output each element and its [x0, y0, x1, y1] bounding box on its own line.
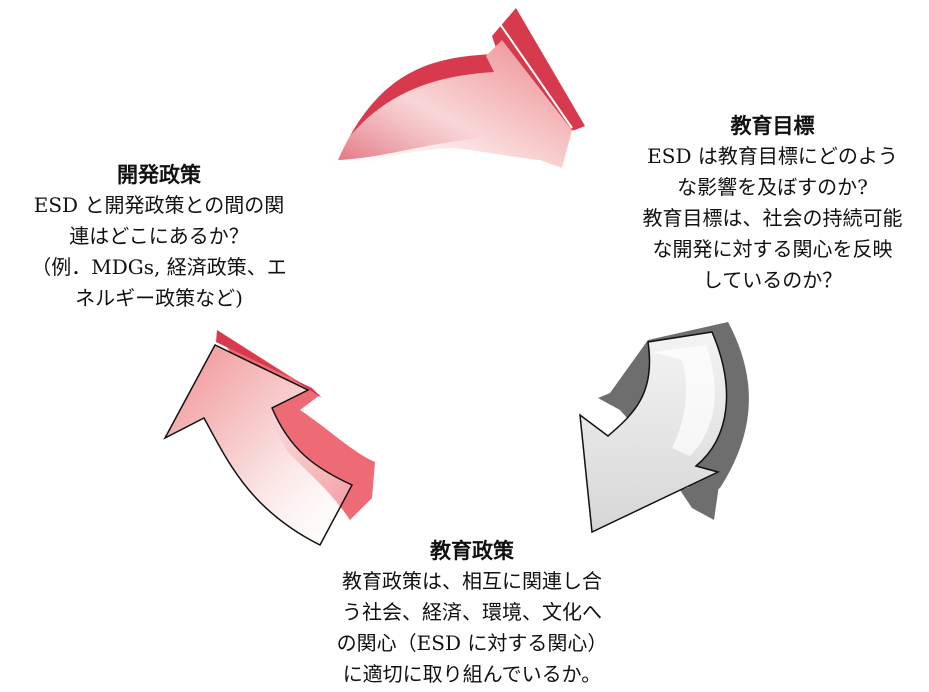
arrow-dev-to-goal-body — [325, 40, 572, 172]
node-education-policy-title: 教育政策 — [430, 538, 514, 563]
node-education-goals: 教育目標 ESD は教育目標にどのよう な影響を及ぼすのか? 教育目標は、社会の… — [600, 110, 929, 296]
node-education-goals-line-4: な開発に対する関心を反映 — [652, 237, 893, 261]
node-development-policy-line-1: ESD と開発政策との間の関 — [33, 193, 285, 217]
node-development-policy-line-3: （例．MDGs, 経済政策、エ — [31, 255, 287, 279]
arrow-dev-to-goal-edge — [499, 23, 573, 129]
node-development-policy: 開発政策 ESD と開発政策との間の関 連はどこにあるか？ （例．MDGs, 経… — [0, 159, 318, 314]
arrow-policy-to-dev-body — [163, 344, 354, 546]
arrow-policy-to-dev — [163, 330, 375, 546]
arrow-dev-to-goal — [325, 8, 585, 172]
node-development-policy-line-4: ネルギー政策など) — [75, 286, 243, 310]
node-education-goals-line-1: ESD は教育目標にどのよう — [647, 144, 898, 168]
node-education-policy: 教育政策 教育政策は、相互に関連し合 う社会、経済、環境、文化へ の関心（ESD… — [292, 535, 652, 690]
arrow-goal-to-policy-highlight — [652, 345, 715, 456]
node-education-policy-line-4: に適切に取り組んでいるか。 — [342, 662, 602, 686]
node-education-policy-line-1: 教育政策は、相互に関連し合 — [342, 569, 602, 593]
node-education-goals-line-3: 教育目標は、社会の持続可能 — [642, 206, 903, 230]
node-education-policy-line-3: の関心（ESD に対する関心） — [336, 631, 608, 655]
arrow-policy-to-dev-shadow2 — [216, 330, 322, 398]
node-education-goals-line-5: しているのか？ — [702, 268, 843, 292]
arrow-goal-to-policy-shadow2 — [680, 478, 720, 520]
node-education-goals-line-2: な影響を及ぼすのか? — [677, 175, 868, 199]
arrow-goal-to-policy — [579, 322, 749, 534]
node-development-policy-line-2: 連はどこにあるか？ — [69, 224, 249, 248]
node-development-policy-title: 開発政策 — [117, 162, 201, 187]
node-education-goals-title: 教育目標 — [730, 113, 815, 138]
node-education-policy-line-2: う社会、経済、環境、文化へ — [342, 600, 602, 624]
